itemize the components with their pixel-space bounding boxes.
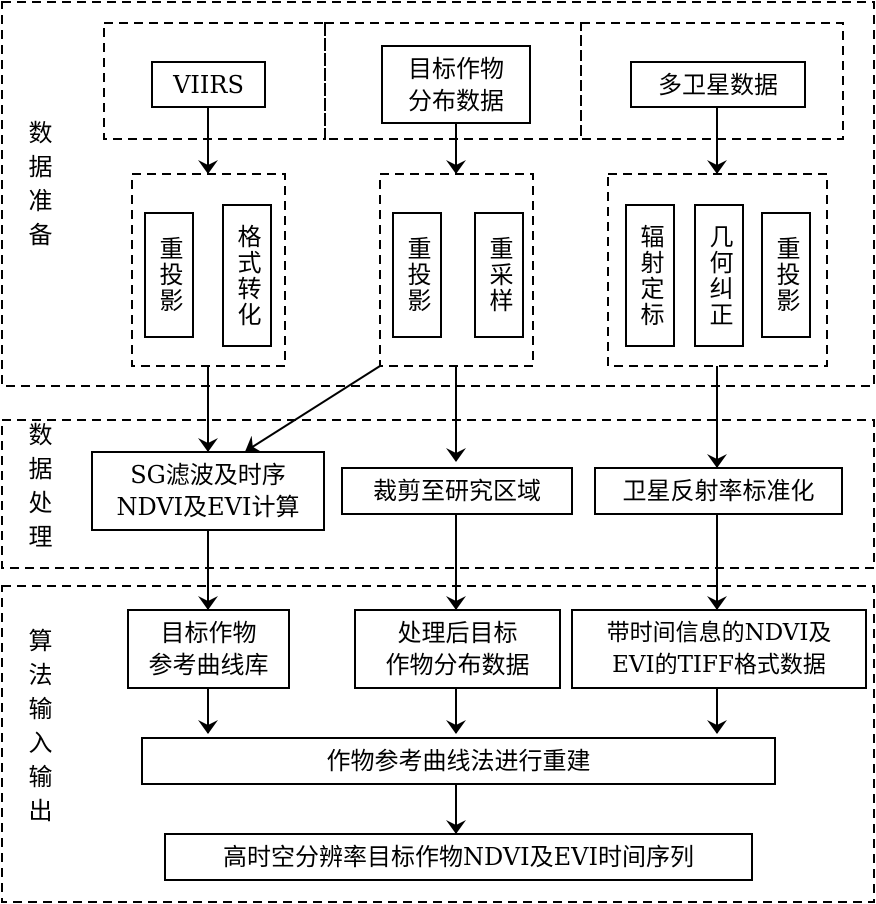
prep-sat-geometric-correction: 几何纠正 bbox=[694, 204, 744, 347]
source-crop-distribution: 目标作物 分布数据 bbox=[381, 45, 531, 124]
input-processed-crop-distribution: 处理后目标 作物分布数据 bbox=[354, 609, 561, 689]
source-viirs: VIIRS bbox=[151, 61, 266, 108]
section-label-prep: 数据准备 bbox=[24, 120, 52, 256]
source-frame-viirs bbox=[103, 22, 326, 140]
output-timeseries: 高时空分辨率目标作物NDVI及EVI时间序列 bbox=[164, 833, 753, 881]
process-clip-study-area: 裁剪至研究区域 bbox=[341, 467, 573, 515]
process-sg-filter: SG滤波及时序 NDVI及EVI计算 bbox=[91, 451, 325, 531]
section-frame-process bbox=[1, 419, 875, 569]
input-reference-curve-library: 目标作物 参考曲线库 bbox=[127, 609, 290, 689]
section-label-process: 数据处理 bbox=[24, 422, 52, 558]
source-frame-multisat bbox=[580, 22, 844, 140]
section-frame-prep bbox=[1, 1, 875, 387]
section-frame-io bbox=[1, 585, 875, 903]
source-frame-crop bbox=[324, 22, 582, 140]
prep-viirs-format-convert: 格式转化 bbox=[222, 204, 272, 347]
prep-sat-reproject: 重投影 bbox=[761, 212, 811, 338]
prep-sat-radiometric-calibration: 辐射定标 bbox=[625, 204, 675, 347]
input-tiff-timeseries: 带时间信息的NDVI及 EVI的TIFF格式数据 bbox=[571, 609, 867, 689]
prep-crop-reproject: 重投影 bbox=[392, 212, 442, 338]
source-multi-satellite: 多卫星数据 bbox=[630, 61, 806, 108]
prep-crop-resample: 重采样 bbox=[474, 212, 524, 338]
arrow-crop-prep-to-sg bbox=[245, 365, 381, 453]
section-label-io: 算法输入输出 bbox=[24, 628, 52, 832]
prep-viirs-reproject: 重投影 bbox=[144, 212, 194, 338]
process-reflectance-normalize: 卫星反射率标准化 bbox=[594, 467, 843, 515]
prep-frame-multisat bbox=[607, 173, 828, 367]
reconstruction-step: 作物参考曲线法进行重建 bbox=[141, 737, 776, 785]
